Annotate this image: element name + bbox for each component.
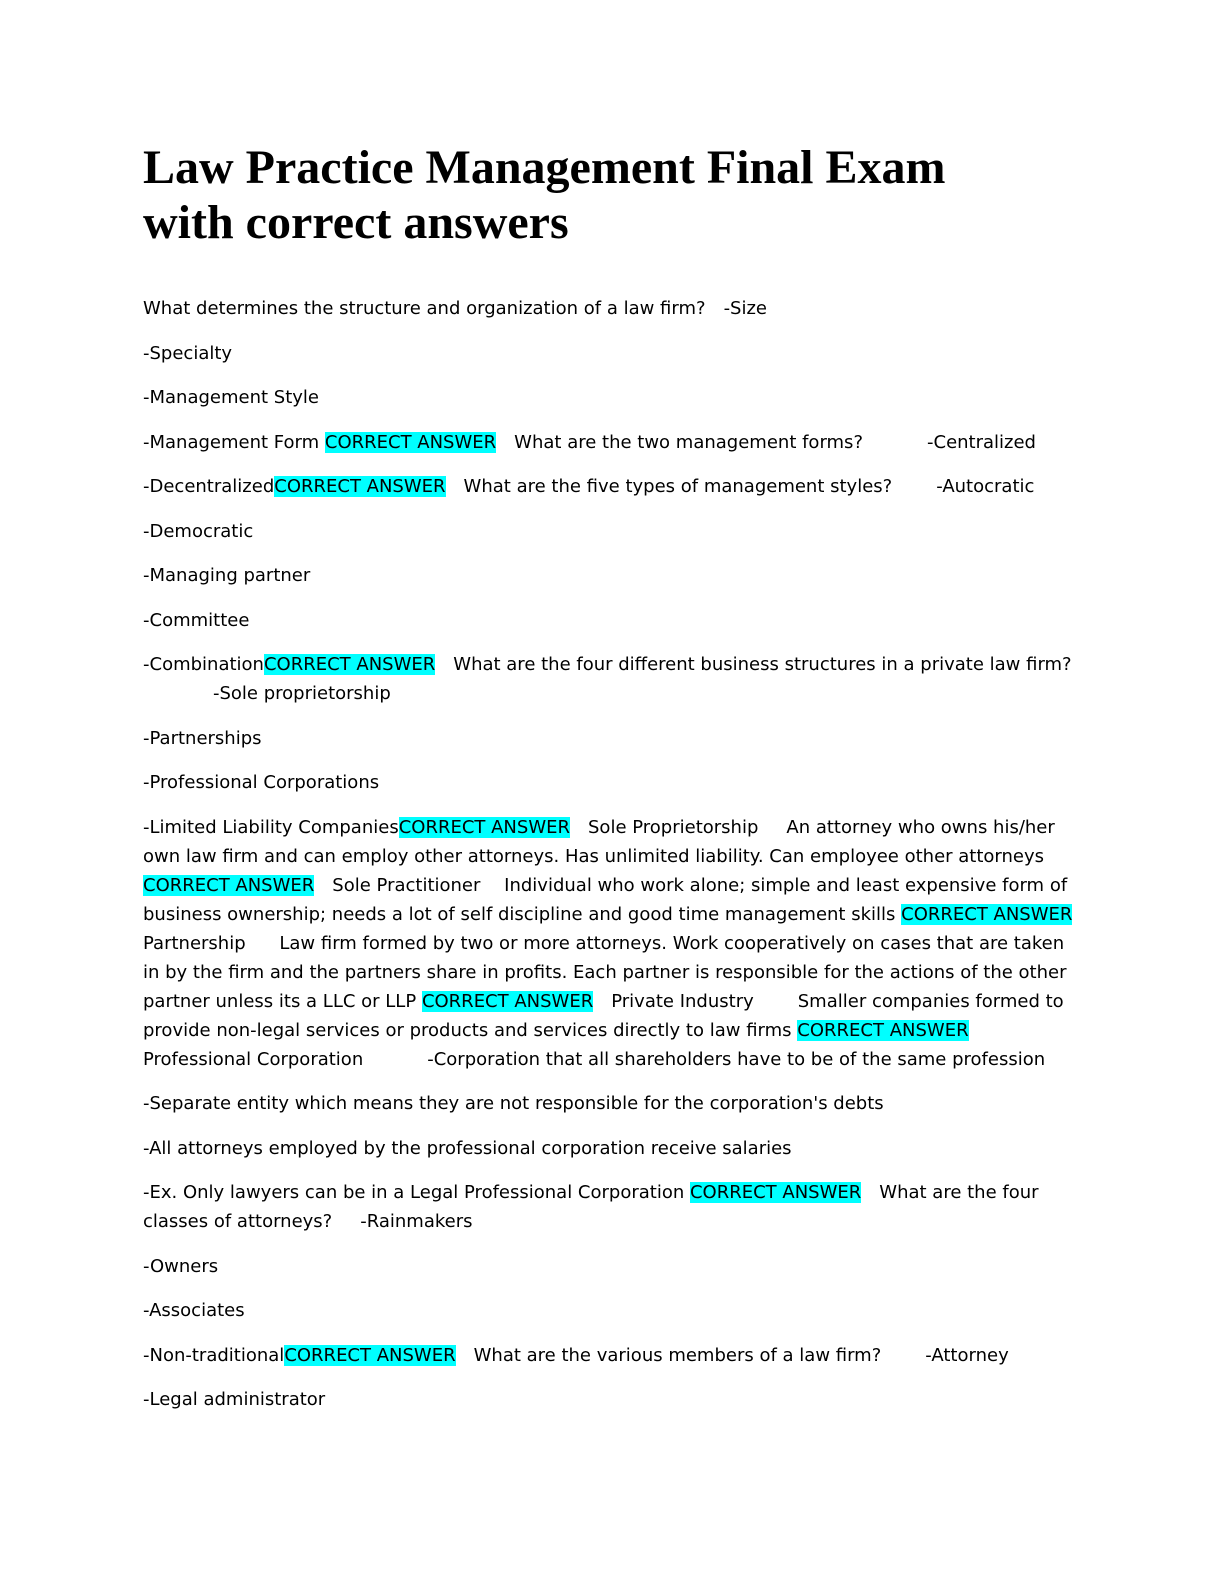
definition-text: Smaller companies formed to provide non-… — [143, 990, 1064, 1041]
answer-text: -All attorneys employed by the professio… — [143, 1137, 792, 1159]
correct-answer-marker: CORRECT ANSWER — [324, 431, 497, 453]
correct-answer-marker: CORRECT ANSWER — [274, 476, 446, 497]
title-line-1: Law Practice Management Final Exam — [143, 141, 946, 194]
paragraph: -Partnerships — [143, 724, 1078, 753]
correct-answer-marker: CORRECT ANSWER — [797, 1019, 969, 1041]
answer-text: -Limited Liability Companies — [143, 816, 399, 838]
document-title: Law Practice Management Final Exam with … — [143, 140, 1078, 250]
paragraph: -Management Form CORRECT ANSWER What are … — [143, 428, 1078, 457]
answer-text: -Specialty — [143, 342, 233, 364]
answer-text: -Managing partner — [143, 565, 311, 586]
question-text: What are the four classes of attorneys? — [143, 1182, 1039, 1232]
definition-text: Individual who work alone; simple and le… — [143, 874, 1068, 925]
definition-text: Law firm formed by two or more attorneys… — [143, 932, 1067, 1012]
document-body: What determines the structure and organi… — [143, 294, 1078, 1414]
answer-text: -Non-traditional — [143, 1344, 285, 1366]
term-text: Professional Corporation — [143, 1048, 364, 1070]
correct-answer-marker: CORRECT ANSWER — [263, 654, 436, 675]
answer-text: -Management Style — [143, 387, 320, 408]
question-text: What are the four different business str… — [453, 654, 1072, 675]
paragraph: -DecentralizedCORRECT ANSWER What are the… — [143, 472, 1078, 501]
paragraph: -Managing partner — [143, 561, 1078, 590]
paragraph: -Non-traditionalCORRECT ANSWER What are t… — [143, 1341, 1078, 1370]
correct-answer-marker: CORRECT ANSWER — [143, 874, 315, 896]
question-text: What are the various members of a law fi… — [473, 1344, 882, 1366]
correct-answer-marker: CORRECT ANSWER — [689, 1182, 862, 1203]
question-text: What determines the structure and organi… — [143, 298, 706, 319]
paragraph: -All attorneys employed by the professio… — [143, 1134, 1078, 1163]
question-text: What are the five types of management st… — [463, 476, 893, 497]
paragraph: -Professional Corporations — [143, 768, 1078, 797]
title-line-2: with correct answers — [143, 196, 569, 249]
answer-text: -Autocratic — [936, 476, 1035, 497]
answer-text: -Centralized — [927, 431, 1036, 453]
term-text: Sole Practitioner — [332, 874, 481, 896]
answer-text: -Associates — [143, 1300, 245, 1321]
paragraph: -Specialty — [143, 339, 1078, 368]
answer-text: -Management Form — [143, 431, 320, 453]
answer-text: -Rainmakers — [360, 1211, 473, 1232]
answer-text: -Committee — [143, 609, 250, 631]
document-page: Law Practice Management Final Exam with … — [143, 140, 1078, 1430]
paragraph: -Management Style — [143, 383, 1078, 412]
paragraph: -Legal administrator — [143, 1385, 1078, 1414]
answer-text: -Attorney — [925, 1344, 1009, 1366]
answer-text: -Ex. Only lawyers can be in a Legal Prof… — [143, 1182, 685, 1203]
paragraph: -Separate entity which means they are no… — [143, 1089, 1078, 1118]
term-text: Private Industry — [611, 990, 754, 1012]
definition-text: -Corporation that all shareholders have … — [427, 1048, 1046, 1070]
paragraph: What determines the structure and organi… — [143, 294, 1078, 323]
answer-text: -Partnerships — [143, 727, 262, 749]
paragraph: -Committee — [143, 606, 1078, 635]
paragraph: -Owners — [143, 1252, 1078, 1281]
paragraph: -Associates — [143, 1296, 1078, 1325]
paragraph: -Limited Liability CompaniesCORRECT ANSW… — [143, 813, 1078, 1074]
question-text: What are the two management forms? — [514, 431, 863, 453]
answer-text: -Size — [723, 298, 768, 319]
answer-text: -Democratic — [143, 520, 254, 542]
answer-text: -Separate entity which means they are no… — [143, 1093, 884, 1114]
paragraph: -Ex. Only lawyers can be in a Legal Prof… — [143, 1178, 1078, 1236]
correct-answer-marker: CORRECT ANSWER — [901, 903, 1073, 925]
paragraph: -CombinationCORRECT ANSWER What are the f… — [143, 650, 1078, 708]
answer-text: -Legal administrator — [143, 1389, 326, 1410]
answer-text: -Combination — [143, 654, 264, 675]
correct-answer-marker: CORRECT ANSWER — [284, 1344, 456, 1366]
answer-text: -Sole proprietorship — [213, 683, 391, 704]
answer-text: -Professional Corporations — [143, 772, 380, 793]
answer-text: -Owners — [143, 1255, 219, 1277]
paragraph: -Democratic — [143, 517, 1078, 546]
answer-text: -Decentralized — [143, 476, 275, 497]
correct-answer-marker: CORRECT ANSWER — [421, 990, 594, 1012]
definition-text: An attorney who owns his/her own law fir… — [143, 816, 1055, 867]
correct-answer-marker: CORRECT ANSWER — [398, 816, 570, 838]
term-text: Sole Proprietorship — [588, 816, 759, 838]
term-text: Partnership — [143, 932, 246, 954]
